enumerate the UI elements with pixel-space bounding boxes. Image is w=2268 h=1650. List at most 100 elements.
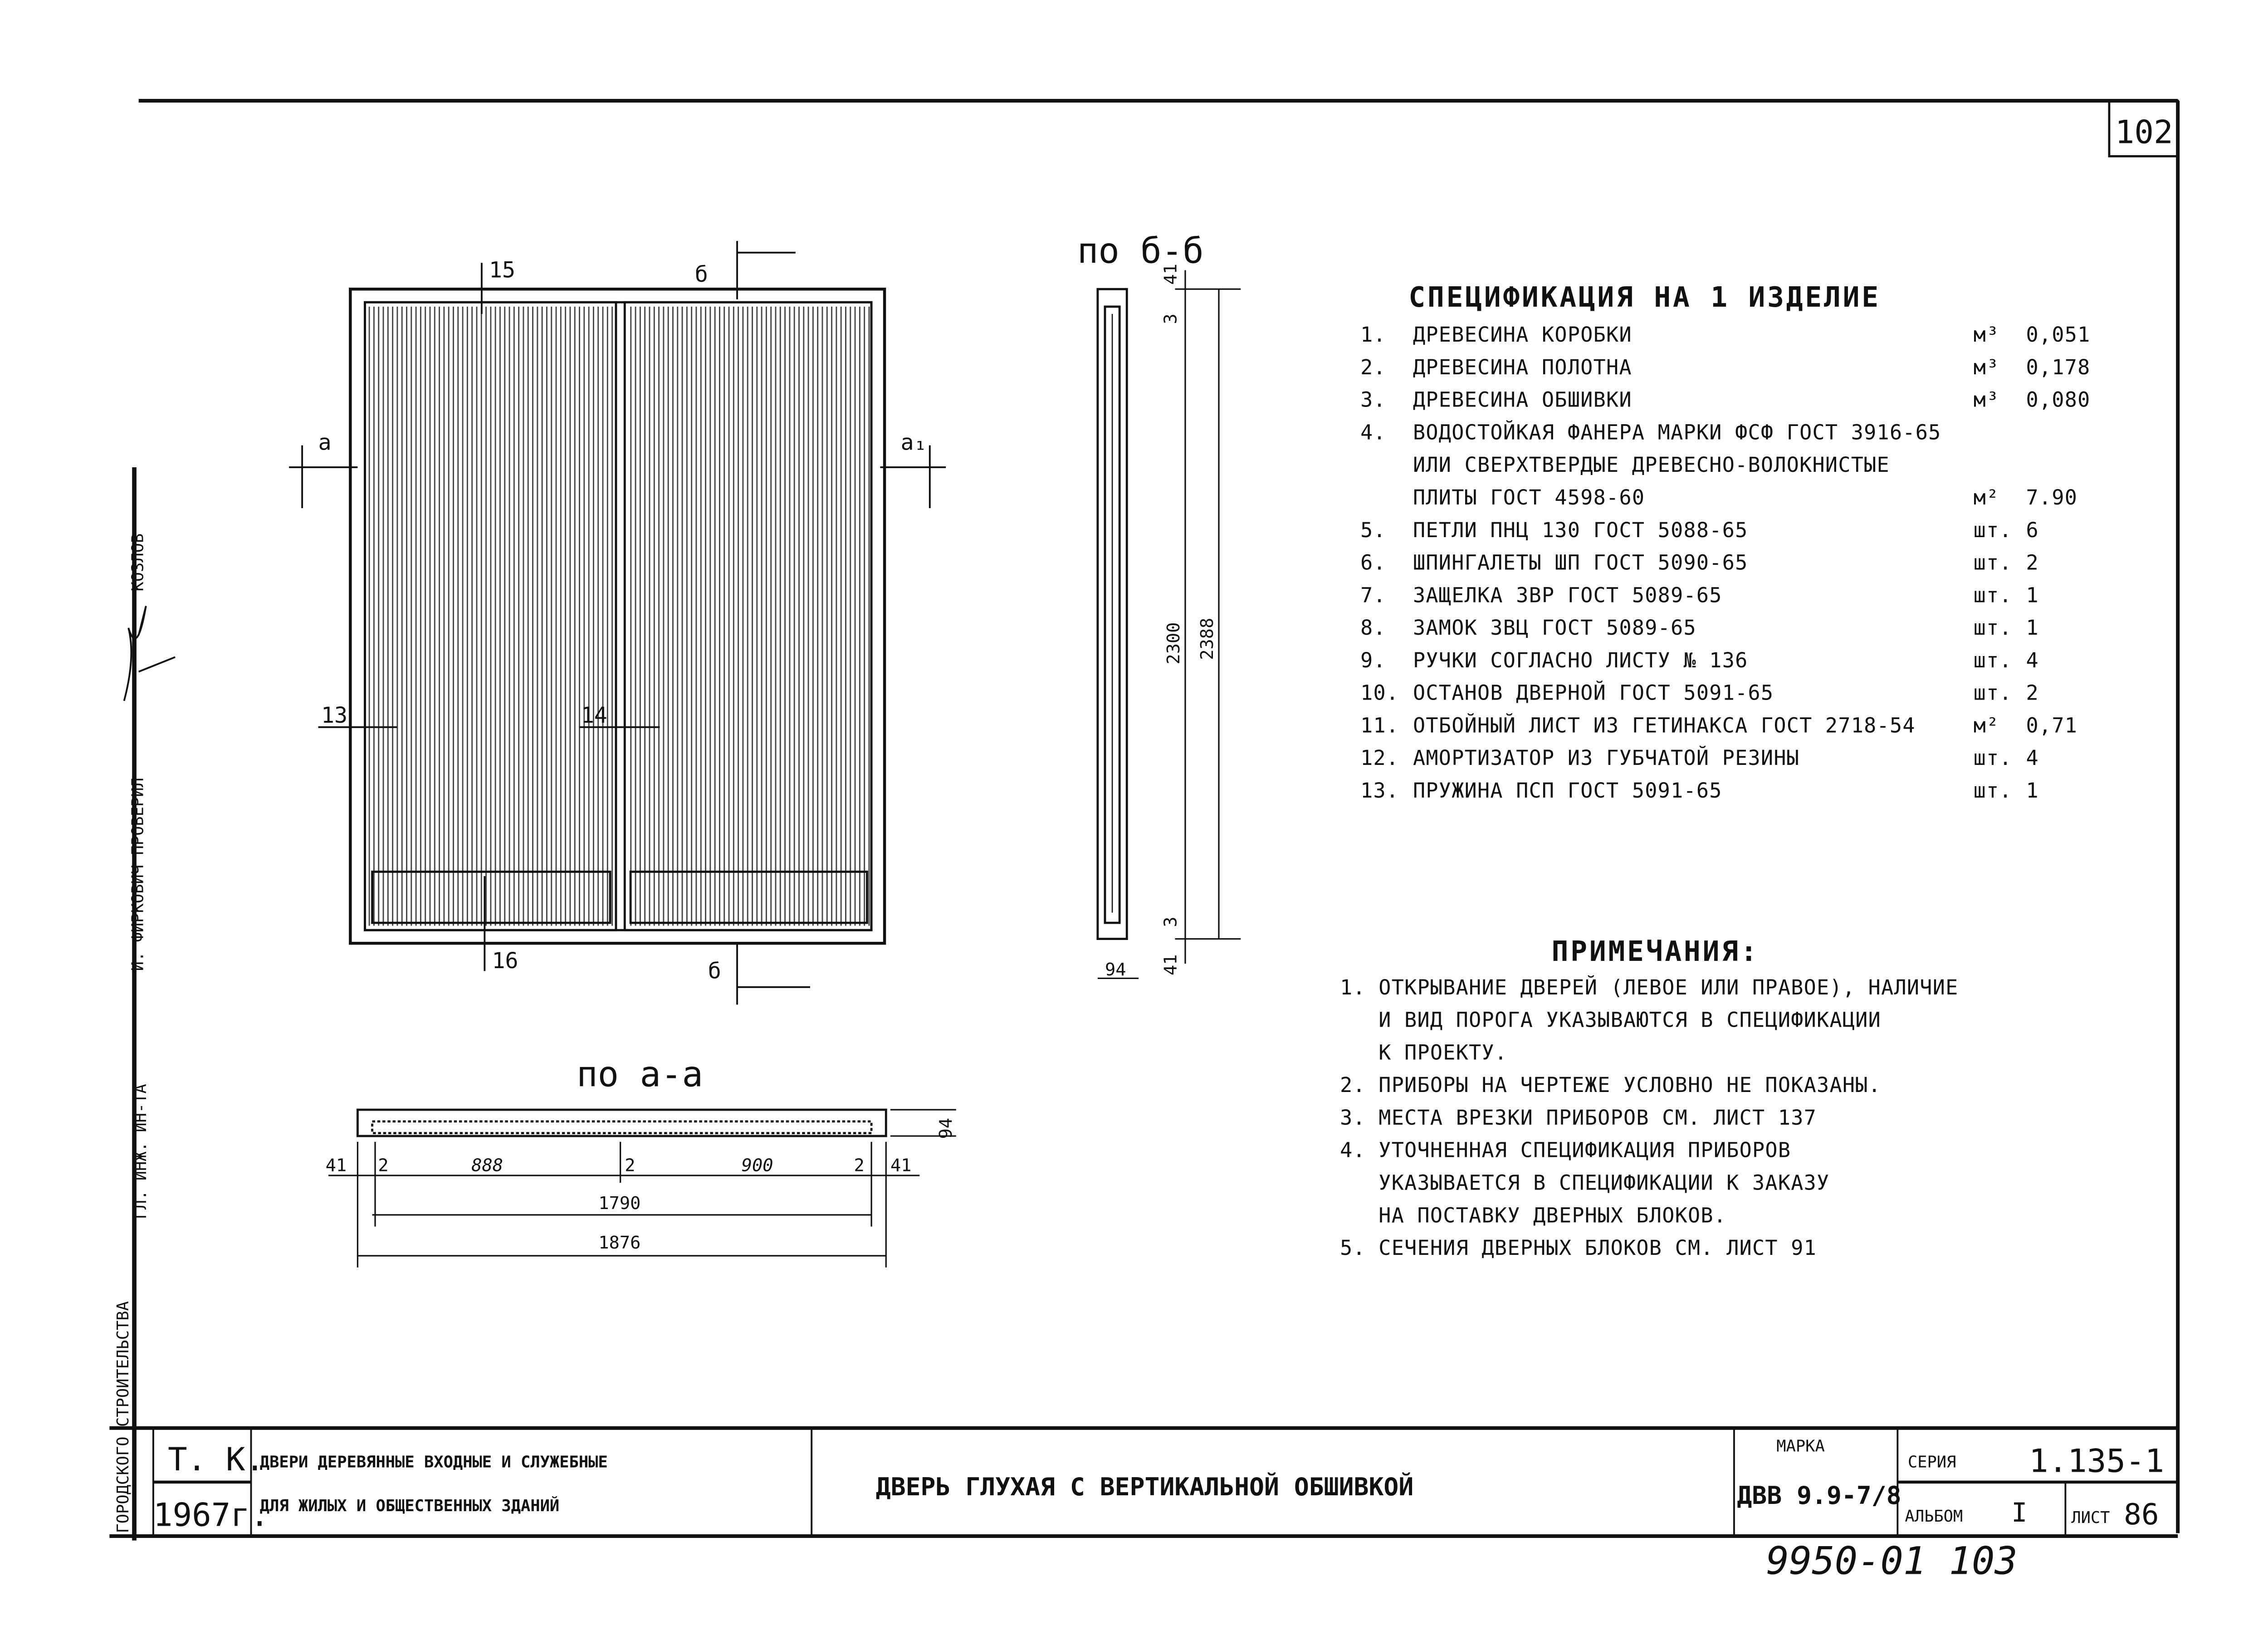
spec-item-number: 11. <box>1360 713 1399 737</box>
spec-item-text: ДРЕВЕСИНА КОРОБКИ <box>1413 323 1632 347</box>
sheet-label: ЛИСТ <box>2071 1508 2110 1527</box>
note-line: И ВИД ПОРОГА УКАЗЫВАЮТСЯ В СПЕЦИФИКАЦИИ <box>1340 1008 1881 1032</box>
door-elevation: 15 13 14 16 б б а а₁ <box>289 241 946 1005</box>
spec-item-qty: 1 <box>2026 616 2039 640</box>
note-line: 4. УТОЧНЕННАЯ СПЕЦИФИКАЦИЯ ПРИБОРОВ <box>1340 1138 1791 1162</box>
spec-item-unit: шт. <box>1974 648 2012 672</box>
spec-item-unit: м² <box>1974 485 1999 509</box>
spec-item-qty: 7.90 <box>2026 485 2078 509</box>
spec-item-text: ОСТАНОВ ДВЕРНОЙ ГОСТ 5091-65 <box>1413 681 1774 705</box>
archive-number: 9950-01 103 <box>1766 1539 2018 1583</box>
mark-label: МАРКА <box>1776 1437 1825 1455</box>
spec-item-unit: шт. <box>1974 681 2012 705</box>
section-aa-title: по а-а <box>577 1054 703 1095</box>
title-block: Т. К. 1967г. ДВЕРИ ДЕРЕВЯННЫЕ ВХОДНЫЕ И … <box>109 1426 2178 1538</box>
section-mark-a-right: а₁ <box>900 430 927 455</box>
spec-item-unit: шт. <box>1974 551 2012 575</box>
note-line: К ПРОЕКТУ. <box>1340 1040 1507 1064</box>
sheet-number: 102 <box>2115 113 2173 151</box>
specification-title: СПЕЦИФИКАЦИЯ НА 1 ИЗДЕЛИЕ <box>1408 281 1881 313</box>
dim-bb-top-3: 3 <box>1161 313 1181 324</box>
dim-bb-94: 94 <box>1105 960 1126 980</box>
note-line: 2. ПРИБОРЫ НА ЧЕРТЕЖЕ УСЛОВНО НЕ ПОКАЗАН… <box>1340 1073 1881 1097</box>
spec-item-qty: 4 <box>2026 746 2039 770</box>
spec-item-unit: шт. <box>1974 616 2012 640</box>
series-value: 1.135-1 <box>2029 1442 2164 1479</box>
spec-item-text: ИЛИ СВЕРХТВЕРДЫЕ ДРЕВЕСНО-ВОЛОКНИСТЫЕ <box>1413 453 1890 477</box>
note-line: УКАЗЫВАЕТСЯ В СПЕЦИФИКАЦИИ К ЗАКАЗУ <box>1340 1170 1829 1195</box>
section-bb-title: по б-б <box>1077 230 1204 271</box>
section-aa: по а-а 41 2 888 2 900 2 41 1790 1876 94 <box>326 1054 956 1268</box>
spec-item-qty: 1 <box>2026 778 2039 803</box>
dim-aa-mid-2: 2 <box>625 1155 635 1175</box>
dim-bb-2300: 2300 <box>1163 622 1184 664</box>
bottom-panel-left <box>371 871 611 924</box>
spec-item-unit: шт. <box>1974 746 2012 770</box>
spec-item-qty: 2 <box>2026 681 2039 705</box>
spec-item-text: ПРУЖИНА ПСП ГОСТ 5091-65 <box>1413 778 1722 803</box>
spec-item-unit: м² <box>1974 713 1999 737</box>
spec-item-qty: 0,080 <box>2026 388 2091 412</box>
spec-item-qty: 0,178 <box>2026 355 2091 379</box>
note-line: НА ПОСТАВКУ ДВЕРНЫХ БЛОКОВ. <box>1340 1203 1726 1227</box>
dim-bb-top-41: 41 <box>1161 264 1181 285</box>
side-role3: КОЗЛОВ <box>128 534 147 592</box>
spec-item-number: 12. <box>1360 746 1399 770</box>
spec-item-qty: 6 <box>2026 518 2039 542</box>
side-approval-strip: ГОРОДСКОГО СТРОИТЕЛЬСТВА ГЛ. ИНЖ. ИН-ТА … <box>114 534 176 1533</box>
spec-item-text: АМОРТИЗАТОР ИЗ ГУБЧАТОЙ РЕЗИНЫ <box>1413 746 1799 770</box>
mark-value: ДВВ 9.9-7/8 <box>1737 1481 1901 1510</box>
spec-item-qty: 1 <box>2026 583 2039 607</box>
notes: ПРИМЕЧАНИЯ: 1. ОТКРЫВАНИЕ ДВЕРЕЙ (ЛЕВОЕ … <box>1340 935 1958 1260</box>
series-label: СЕРИЯ <box>1908 1453 1956 1472</box>
dim-aa-right-2: 2 <box>854 1155 865 1175</box>
dim-aa-1876: 1876 <box>598 1233 640 1253</box>
dim-bb-bottom-3: 3 <box>1161 917 1181 927</box>
signature <box>123 606 176 701</box>
spec-item-qty: 0,051 <box>2026 323 2091 347</box>
spec-item-text: ЗАЩЕЛКА ЗВР ГОСТ 5089-65 <box>1413 583 1722 607</box>
spec-item-number: 2. <box>1360 355 1386 379</box>
sheet-number-box: 102 <box>2108 99 2179 157</box>
vertical-boarding-hatch <box>368 306 870 926</box>
spec-item-text: ОТБОЙНЫЙ ЛИСТ ИЗ ГЕТИНАКСА ГОСТ 2718-54 <box>1413 713 1916 737</box>
spec-item-unit: шт. <box>1974 518 2012 542</box>
bottom-panel-right <box>629 871 868 924</box>
spec-item-text: ШПИНГАЛЕТЫ ШП ГОСТ 5090-65 <box>1413 551 1748 575</box>
section-bb: по б-б 41 3 2300 2388 3 41 94 <box>1077 230 1241 980</box>
dim-aa-left-2: 2 <box>378 1155 388 1175</box>
spec-item-unit: шт. <box>1974 778 2012 803</box>
side-org: ГОРОДСКОГО СТРОИТЕЛЬСТВА <box>114 1301 132 1533</box>
spec-item-number: 3. <box>1360 388 1386 412</box>
org-year: 1967г. <box>153 1496 269 1533</box>
section-mark-a-left: а <box>318 430 332 455</box>
spec-item-number: 5. <box>1360 518 1386 542</box>
dim-bb-2388: 2388 <box>1197 618 1217 660</box>
spec-item-number: 4. <box>1360 420 1386 444</box>
spec-item-number: 10. <box>1360 681 1399 705</box>
side-role1: ГЛ. ИНЖ. ИН-ТА <box>132 1084 150 1219</box>
dim-aa-888: 888 <box>471 1155 503 1175</box>
spec-item-qty: 2 <box>2026 551 2039 575</box>
spec-item-number: 13. <box>1360 778 1399 803</box>
dim-aa-900: 900 <box>742 1155 773 1175</box>
note-line: 3. МЕСТА ВРЕЗКИ ПРИБОРОВ СМ. ЛИСТ 137 <box>1340 1106 1817 1130</box>
spec-item-text: РУЧКИ СОГЛАСНО ЛИСТУ № 136 <box>1413 648 1748 672</box>
callout-15: 15 <box>489 258 515 283</box>
sheet-frame <box>132 99 2180 1541</box>
note-line: 1. ОТКРЫВАНИЕ ДВЕРЕЙ (ЛЕВОЕ ИЛИ ПРАВОЕ),… <box>1340 975 1958 999</box>
org-code: Т. К. <box>168 1440 264 1478</box>
drawing-title: ДВЕРЬ ГЛУХАЯ С ВЕРТИКАЛЬНОЙ ОБШИВКОЙ <box>876 1472 1414 1501</box>
spec-item-unit: м³ <box>1974 355 1999 379</box>
spec-item-unit: шт. <box>1974 583 2012 607</box>
note-line: 5. СЕЧЕНИЯ ДВЕРНЫХ БЛОКОВ СМ. ЛИСТ 91 <box>1340 1236 1817 1260</box>
sheet-value: 86 <box>2124 1498 2159 1532</box>
spec-item-number: 9. <box>1360 648 1386 672</box>
album-value: I <box>2011 1497 2027 1528</box>
callout-14: 14 <box>581 703 607 728</box>
spec-item-number: 7. <box>1360 583 1386 607</box>
subject-line1: ДВЕРИ ДЕРЕВЯННЫЕ ВХОДНЫЕ И СЛУЖЕБНЫЕ <box>260 1453 608 1472</box>
spec-item-text: ВОДОСТОЙКАЯ ФАНЕРА МАРКИ ФСФ ГОСТ 3916-6… <box>1413 420 1941 444</box>
spec-item-number: 8. <box>1360 616 1386 640</box>
